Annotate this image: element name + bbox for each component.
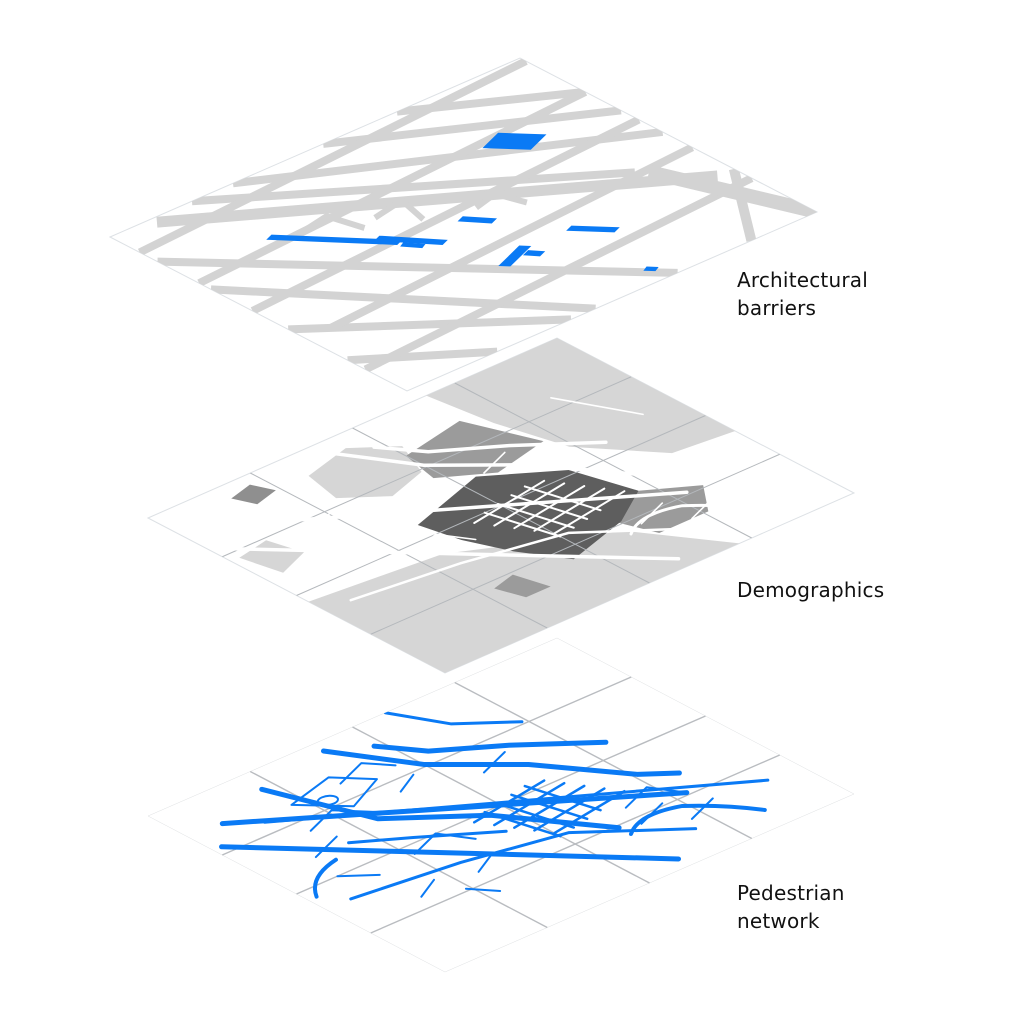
- label-demographics: Demographics: [737, 576, 884, 604]
- label-line: Architectural: [737, 268, 868, 292]
- barrier: [266, 234, 403, 245]
- label-line: barriers: [737, 296, 817, 320]
- barrier-segments: [266, 132, 659, 272]
- label-line: Pedestrian: [737, 881, 845, 905]
- barrier: [457, 216, 498, 224]
- street-lines: [168, 359, 809, 664]
- barrier: [482, 132, 547, 150]
- barrier: [643, 266, 659, 272]
- label-line: network: [737, 909, 820, 933]
- label-architectural-barriers: Architectural barriers: [737, 266, 868, 322]
- barrier: [400, 242, 426, 249]
- barrier: [498, 245, 532, 267]
- barrier: [566, 225, 620, 233]
- layer-demographics: [148, 338, 854, 673]
- barrier: [374, 235, 448, 245]
- street-grid: [110, 58, 817, 391]
- barrier: [522, 250, 546, 257]
- layer-pedestrian-network: [148, 638, 854, 972]
- layer-architectural-barriers: [110, 58, 817, 391]
- label-line: Demographics: [737, 578, 885, 602]
- pedestrian-paths: [156, 652, 809, 962]
- label-pedestrian-network: Pedestrian network: [737, 879, 845, 935]
